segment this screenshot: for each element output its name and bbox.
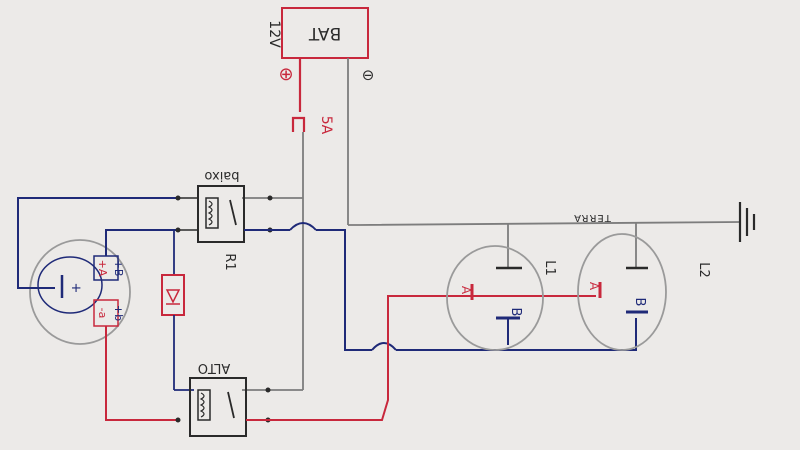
lamp-l2: A B L2 bbox=[577, 233, 711, 351]
switch-terminal-a: -a bbox=[96, 308, 109, 319]
battery: BAT 12V ⊕ ⊖ bbox=[266, 7, 375, 85]
lamp-l1: A B L1 bbox=[446, 245, 557, 351]
switch-terminal-b: +b bbox=[112, 305, 125, 321]
ground-symbol bbox=[738, 202, 756, 242]
lamp-l1-a: A bbox=[459, 286, 473, 295]
high-beam-output-wire bbox=[246, 295, 596, 421]
high-control-wire bbox=[105, 338, 178, 421]
lamp-l1-name: L1 bbox=[542, 260, 557, 276]
switch-common-label: + bbox=[68, 283, 83, 294]
lamp-l2-a: A bbox=[587, 282, 601, 291]
battery-minus-symbol: ⊖ bbox=[362, 66, 375, 84]
battery-plus-symbol: ⊕ bbox=[278, 64, 293, 85]
relay-high: ALTO bbox=[175, 360, 271, 437]
battery-voltage: 12V bbox=[266, 20, 282, 48]
light-switch: + +A +B -a +b bbox=[29, 239, 131, 345]
diode bbox=[161, 230, 194, 391]
lamp-l2-name: L2 bbox=[696, 262, 711, 278]
low-control-wire bbox=[105, 229, 178, 246]
relay-high-label: ALTO bbox=[198, 360, 231, 375]
low-beam-output-wire bbox=[244, 222, 637, 351]
battery-label: BAT bbox=[308, 23, 341, 43]
lamp-l1-b: B bbox=[508, 308, 523, 317]
fuse: 5A bbox=[291, 116, 334, 135]
relay-low-name: R1 bbox=[222, 253, 237, 270]
supply-bus-wire bbox=[242, 132, 304, 391]
lamp-l2-b: B bbox=[632, 298, 647, 307]
ground-wire bbox=[347, 58, 741, 268]
fuse-label: 5A bbox=[318, 116, 334, 135]
relay-low-label: baixo bbox=[204, 168, 239, 183]
ground-label: TERRA bbox=[573, 212, 612, 223]
relay-low: baixo R1 bbox=[175, 168, 273, 271]
switch-terminal-B: +B bbox=[112, 260, 125, 277]
switch-common-contact bbox=[37, 256, 103, 314]
switch-terminal-A: +A bbox=[96, 260, 109, 277]
switch-feed-wire bbox=[17, 197, 178, 289]
